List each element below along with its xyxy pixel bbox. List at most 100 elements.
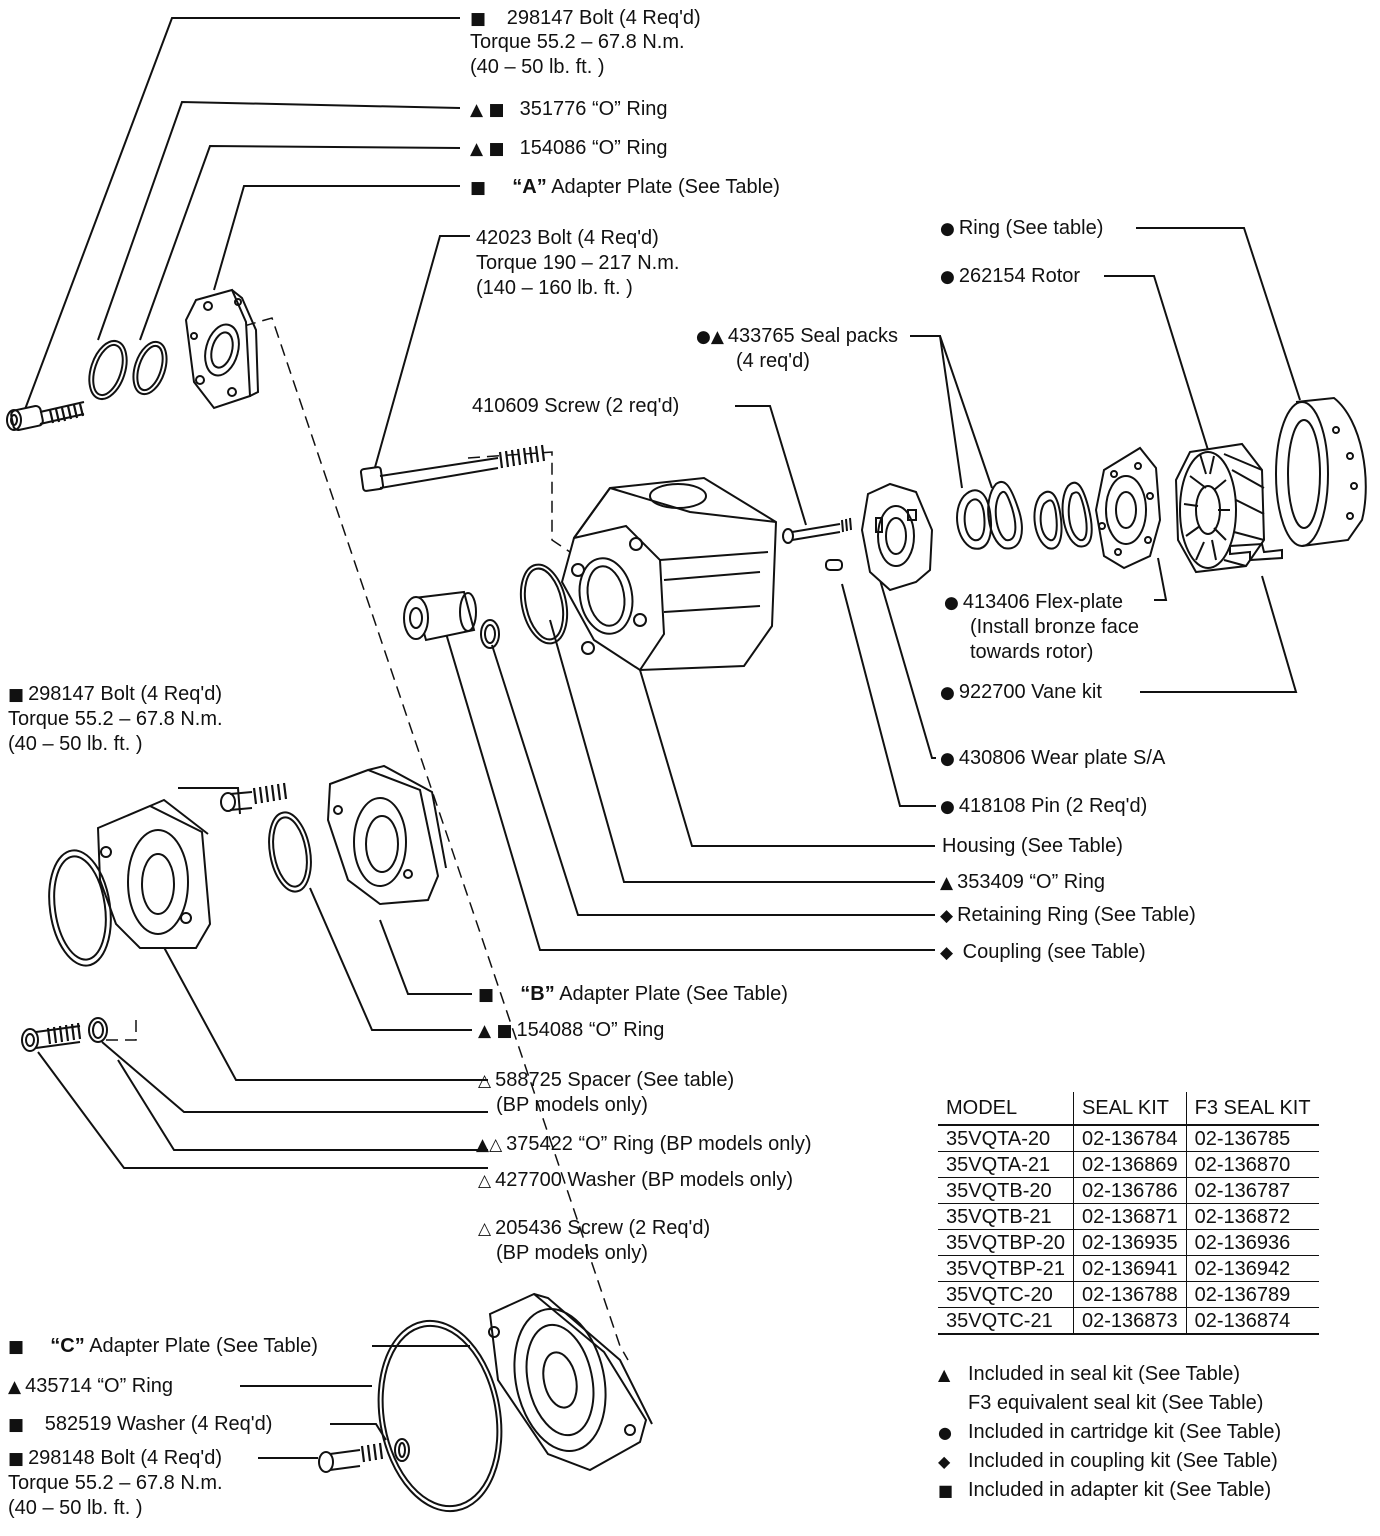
part-text: 427700 Washer (BP models only) bbox=[495, 1169, 794, 1191]
oring-154088 bbox=[268, 811, 312, 893]
symbol: ■ bbox=[470, 9, 487, 29]
label-bolt-298148: ■298148 Bolt (4 Req'd) bbox=[8, 1446, 222, 1471]
label-pin: ●418108 Pin (2 Req'd) bbox=[940, 794, 1147, 819]
model-cell: 35VQTB-20 bbox=[938, 1177, 1074, 1204]
flex-plate bbox=[1094, 446, 1162, 570]
symbol: ▲ ■ bbox=[478, 1021, 513, 1041]
symbol: ● bbox=[940, 267, 955, 287]
label-bolt-42023-lbft: (140 – 160 lb. ft. ) bbox=[476, 277, 633, 299]
f3-seal-kit-cell: 02-136785 bbox=[1185, 1125, 1319, 1152]
f3-seal-kit-cell: 02-136874 bbox=[1185, 1307, 1319, 1335]
label-bolt-298148-torque: Torque 55.2 – 67.8 N.m. bbox=[8, 1472, 223, 1494]
label-adapter-c: ■ “C” Adapter Plate (See Table) bbox=[8, 1334, 318, 1359]
seal-kit-cell: 02-136788 bbox=[1072, 1281, 1187, 1308]
label-oring-435714: ▲435714 “O” Ring bbox=[8, 1374, 173, 1399]
wear-plate bbox=[860, 482, 934, 592]
seal-kit-cell: 02-136941 bbox=[1072, 1255, 1187, 1282]
part-text: Adapter Plate (See Table) bbox=[84, 1335, 318, 1357]
symbol: △ bbox=[478, 1219, 492, 1239]
label-coupling: ◆ Coupling (see Table) bbox=[940, 940, 1146, 965]
part-text: 298148 Bolt (4 Req'd) bbox=[28, 1447, 223, 1469]
symbol: ■ bbox=[8, 1415, 25, 1435]
legend-text: Included in coupling kit (See Table) bbox=[968, 1450, 1278, 1472]
symbol: ■ bbox=[8, 1337, 25, 1357]
symbol: ▲ ■ bbox=[470, 139, 505, 159]
symbol: ◆ bbox=[940, 943, 954, 963]
bolt-298148 bbox=[318, 1442, 384, 1473]
spacer-588725 bbox=[96, 798, 212, 949]
label-screw-410609: 410609 Screw (2 req'd) bbox=[472, 395, 680, 417]
column-header-seal-kit: SEAL KIT bbox=[1072, 1092, 1187, 1126]
label-adapter-a: ■ “A” Adapter Plate (See Table) bbox=[470, 175, 780, 200]
symbol: ◆ bbox=[940, 906, 954, 926]
label-bolt-298147-mid-lbft: (40 – 50 lb. ft. ) bbox=[8, 733, 143, 755]
model-cell: 35VQTC-21 bbox=[938, 1307, 1074, 1335]
symbol: ● bbox=[940, 683, 955, 703]
column-header-f3-seal-kit: F3 SEAL KIT bbox=[1185, 1092, 1319, 1126]
adapter-letter: “C” bbox=[50, 1335, 85, 1357]
adapter-plate-c bbox=[488, 1292, 653, 1472]
bolt-298147-top bbox=[6, 401, 85, 431]
f3-seal-kit-cell: 02-136787 bbox=[1185, 1177, 1319, 1204]
legend-item: ◆Included in coupling kit (See Table) bbox=[938, 1447, 1281, 1476]
legend-symbol: ● bbox=[938, 1423, 952, 1442]
bolt-298147-mid bbox=[220, 782, 288, 812]
legend-item: ■Included in adapter kit (See Table) bbox=[938, 1476, 1281, 1505]
part-text: 433765 Seal packs bbox=[727, 325, 899, 347]
label-flex-plate-note2: towards rotor) bbox=[970, 641, 1094, 663]
oring-435714 bbox=[377, 1319, 503, 1513]
washer-582519 bbox=[394, 1438, 410, 1462]
model-cell: 35VQTBP-20 bbox=[938, 1229, 1074, 1256]
washer-427700 bbox=[88, 1017, 108, 1043]
adapter-plate-b bbox=[326, 764, 447, 906]
part-text: Ring (See table) bbox=[958, 217, 1104, 239]
part-text: 435714 “O” Ring bbox=[25, 1375, 173, 1397]
legend-text: Included in cartridge kit (See Table) bbox=[968, 1421, 1282, 1443]
model-cell: 35VQTC-20 bbox=[938, 1281, 1074, 1308]
orings-top-left bbox=[88, 339, 168, 401]
part-text: 154086 “O” Ring bbox=[519, 137, 668, 159]
part-text: 588725 Spacer (See table) bbox=[495, 1069, 735, 1091]
symbol-legend: ▲Included in seal kit (See Table) F3 equ… bbox=[938, 1360, 1281, 1505]
legend-item: ▲Included in seal kit (See Table) bbox=[938, 1360, 1281, 1389]
part-text: 418108 Pin (2 Req'd) bbox=[958, 795, 1148, 817]
cam-ring bbox=[1275, 396, 1367, 547]
label-oring-353409: ▲353409 “O” Ring bbox=[940, 870, 1105, 895]
f3-seal-kit-cell: 02-136789 bbox=[1185, 1281, 1319, 1308]
label-screw-205436: △205436 Screw (2 Req'd) bbox=[478, 1216, 710, 1241]
part-text: 413406 Flex-plate bbox=[962, 591, 1123, 613]
label-seal-packs: ●▲433765 Seal packs bbox=[696, 324, 898, 349]
f3-seal-kit-cell: 02-136870 bbox=[1185, 1151, 1319, 1178]
symbol: ■ bbox=[8, 685, 25, 705]
symbol: ● bbox=[940, 749, 955, 769]
part-text: 375422 “O” Ring (BP models only) bbox=[506, 1133, 812, 1155]
part-text: 353409 “O” Ring bbox=[957, 871, 1105, 893]
label-oring-375422: ▲△375422 “O” Ring (BP models only) bbox=[476, 1132, 812, 1157]
label-oring-351776: ▲ ■ 351776 “O” Ring bbox=[470, 97, 668, 122]
f3-seal-kit-cell: 02-136872 bbox=[1185, 1203, 1319, 1230]
symbol: ■ bbox=[470, 178, 487, 198]
legend-text: Included in adapter kit (See Table) bbox=[968, 1479, 1272, 1501]
label-bolt-42023-torque: Torque 190 – 217 N.m. bbox=[476, 252, 680, 274]
legend-symbol: ▲ bbox=[938, 1365, 951, 1384]
label-screw-205436-note: (BP models only) bbox=[496, 1242, 648, 1264]
symbol: ● bbox=[940, 219, 955, 239]
part-text: Retaining Ring (See Table) bbox=[957, 904, 1196, 926]
label-retaining-ring: ◆Retaining Ring (See Table) bbox=[940, 903, 1196, 928]
label-bolt-298147-top: ■ 298147 Bolt (4 Req'd) bbox=[470, 6, 701, 31]
seal-kit-cell: 02-136871 bbox=[1072, 1203, 1187, 1230]
symbol: ■ bbox=[478, 985, 495, 1005]
adapter-letter: “B” bbox=[520, 983, 555, 1005]
label-oring-154086: ▲ ■ 154086 “O” Ring bbox=[470, 136, 668, 161]
model-cell: 35VQTA-21 bbox=[938, 1151, 1074, 1178]
model-cell: 35VQTBP-21 bbox=[938, 1255, 1074, 1282]
retaining-ring bbox=[480, 619, 500, 649]
